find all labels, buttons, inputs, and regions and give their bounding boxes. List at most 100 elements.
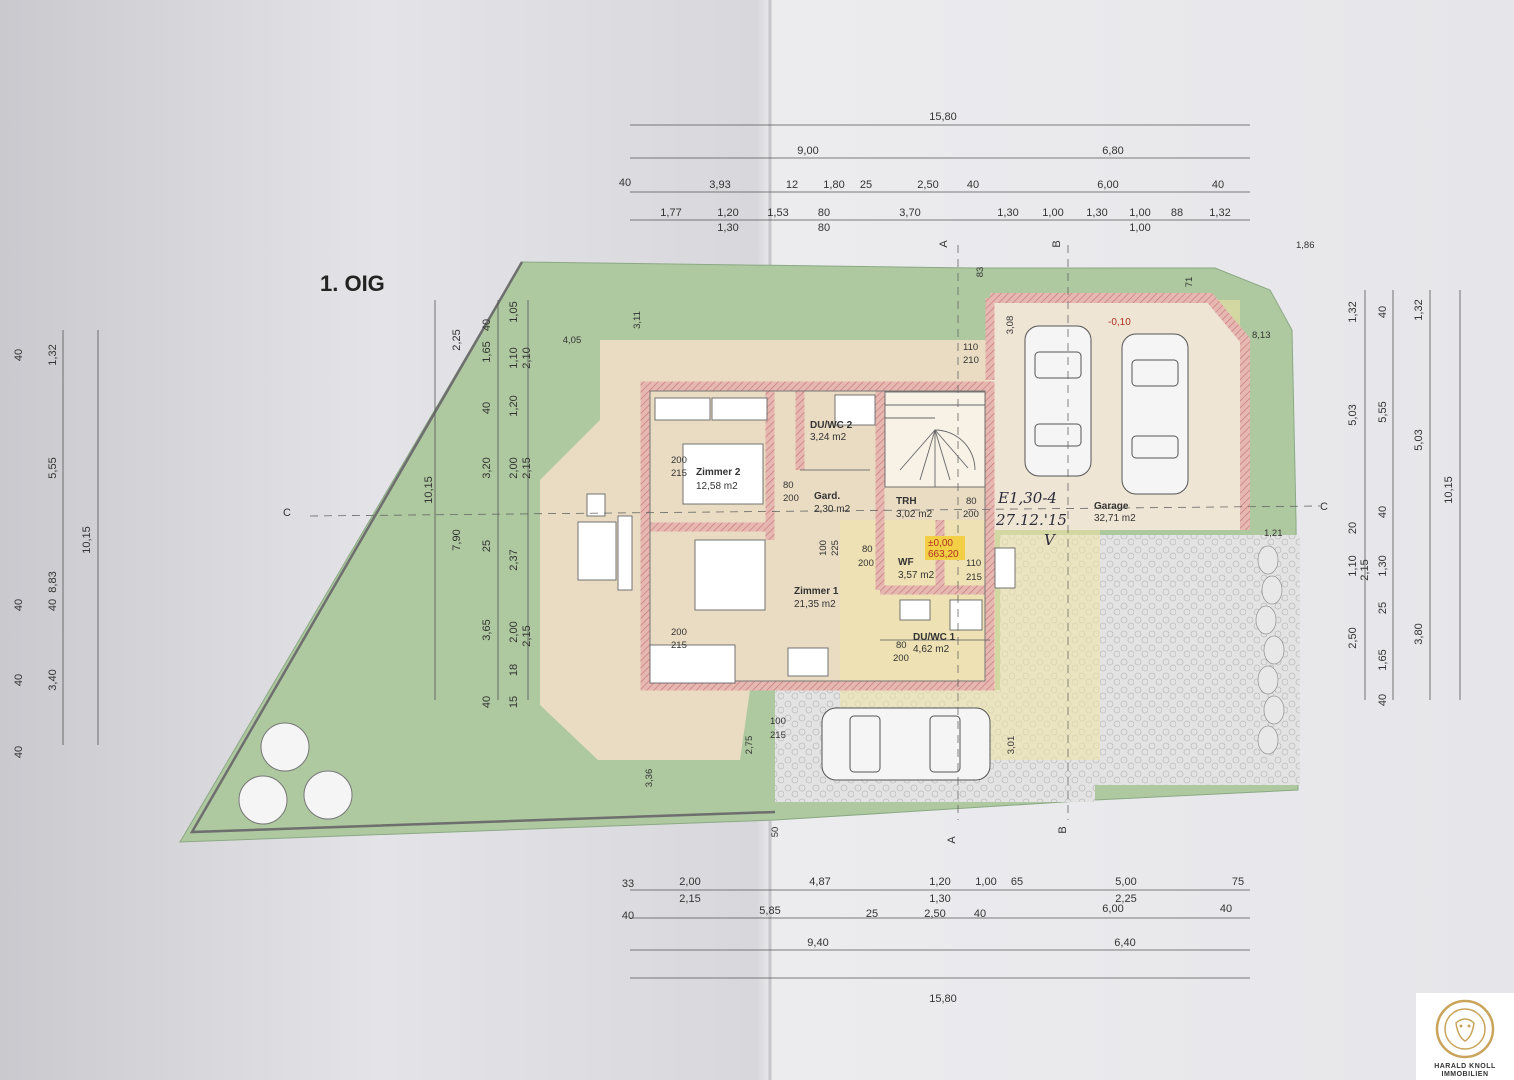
level-marker-highlight [925, 536, 965, 560]
dim-top-r4-0: 1,77 [660, 207, 681, 219]
logo-line2: IMMOBILIEN [1441, 1071, 1489, 1078]
inner-dim-14: 80 [896, 640, 907, 651]
room-zimmer2-name: Zimmer 2 [696, 467, 741, 478]
wardrobe-zimmer2 [654, 397, 711, 421]
dim-left-b-0: 40 [481, 319, 493, 331]
dim-left-m-4: 2,75 [744, 736, 755, 755]
dim-top-r4-9: 88 [1171, 207, 1183, 219]
dim-right-m-3: 71 [1184, 277, 1195, 288]
dim-top-r3-0: 40 [619, 177, 631, 189]
room-trh-name: TRH [896, 496, 917, 507]
interior-lines [649, 390, 990, 682]
dim-left-e-2: 40 [13, 674, 25, 686]
dim-right-m-6: 3,01 [1006, 736, 1017, 755]
dim-top-r4-3: 80 [818, 207, 830, 219]
dim-right-a-3: 1,10 [1347, 555, 1359, 576]
lion-emblem-icon [1435, 999, 1495, 1059]
dim-top-total: 15,80 [929, 111, 957, 123]
section-label-c-right: C [1320, 501, 1328, 513]
dim-top-r2-1: 6,80 [1102, 145, 1123, 157]
dim-left-m-0: 3,11 [632, 311, 643, 329]
dim-top-r3-4: 25 [860, 179, 872, 191]
room-duwc2-area: 3,24 m2 [810, 432, 847, 443]
dim-bot-total: 15,80 [929, 993, 957, 1005]
dim-left-c-1: 1,10 [508, 347, 520, 368]
dim-left-b-2: 40 [481, 402, 493, 414]
section-label-a-top: A [938, 240, 950, 248]
handwritten-note-1: E1,30-4 [997, 489, 1057, 507]
dim-left-a-3: 3,65 [481, 619, 493, 640]
dim-left-a-2: 7,90 [451, 529, 463, 550]
dim-top-r3-1: 3,93 [709, 179, 730, 191]
room-duwc2-name: DU/WC 2 [810, 420, 853, 431]
company-logo: HARALD KNOLL IMMOBILIEN [1416, 993, 1514, 1080]
dim-right-m-1: 8,13 [1252, 330, 1271, 341]
room-zimmer1-name: Zimmer 1 [794, 586, 839, 597]
dim-left-b-4: 25 [481, 540, 493, 552]
dim-top-r3-3: 1,80 [823, 179, 844, 191]
section-label-b-top: B [1051, 240, 1063, 247]
room-duwc1-name: DU/WC 1 [913, 632, 956, 643]
dim-right-a-4: 2,50 [1347, 627, 1359, 648]
dim-left-c2-3: 40 [47, 599, 59, 611]
inner-dim-17: 215 [770, 730, 786, 741]
bed-zimmer2 [682, 443, 764, 505]
dim-top-r3-8: 40 [1212, 179, 1224, 191]
dim-top-r4s-1: 80 [818, 222, 830, 234]
room-duwc1-area: 4,62 m2 [913, 644, 950, 655]
sofa-zimmer1 [649, 644, 736, 684]
shower-duwc1 [949, 599, 983, 631]
dim-left-a-0: 2,25 [451, 329, 463, 350]
room-trh-area: 3,02 m2 [896, 509, 933, 520]
garage-level-marker: -0,10 [1108, 317, 1131, 328]
dim-top-r4-6: 1,00 [1042, 207, 1063, 219]
dim-left-m-2: 3,36 [644, 769, 655, 788]
dim-left-e-0: 40 [13, 349, 25, 361]
dim-right-d-0: 1,32 [1413, 299, 1425, 320]
dim-bot-r1-0: 33 [622, 878, 634, 890]
dim-top-r4s-0: 1,30 [717, 222, 738, 234]
room-wf-area: 3,57 m2 [898, 570, 935, 581]
dim-bot-r1-2: 4,87 [809, 876, 830, 888]
dim-left-c-3: 2,00 [508, 457, 520, 478]
dim-left-m-3: 50 [770, 827, 781, 838]
room-wf-name: WF [898, 557, 914, 568]
level-marker-relative: ±0,00 [928, 538, 953, 549]
dim-bot-r3-1: 6,40 [1114, 937, 1135, 949]
dim-right-m-0: 1,86 [1296, 240, 1315, 251]
room-zimmer1-area: 21,35 m2 [794, 599, 836, 610]
bed-zimmer1 [694, 539, 766, 611]
trees [238, 722, 353, 825]
dim-right-c-0: 40 [1377, 306, 1389, 318]
inner-dim-4: 80 [783, 480, 794, 491]
dim-bot-r2-6: 40 [1220, 903, 1232, 915]
table-outdoor [577, 521, 617, 581]
car-garage-right [1121, 333, 1189, 495]
room-zimmer2-area: 12,58 m2 [696, 481, 738, 492]
dim-right-a-5: 40 [1377, 694, 1389, 706]
dim-top-r4-8: 1,00 [1129, 207, 1150, 219]
dim-bot-r2-0: 40 [622, 910, 634, 922]
car-garage-left [1024, 325, 1092, 477]
section-label-a-bot: A [946, 836, 958, 844]
dim-bot-r1s-0: 2,15 [679, 893, 700, 905]
car-driveway [821, 707, 991, 781]
inner-dim-7: 225 [830, 540, 841, 556]
furniture [577, 394, 1016, 684]
dim-right-c-2: 1,30 [1377, 555, 1389, 576]
inner-dim-16: 100 [770, 716, 786, 727]
dim-right-outer: 10,15 [1443, 476, 1455, 504]
dim-bot-r3-0: 9,40 [807, 937, 828, 949]
dim-right-c-3: 25 [1377, 602, 1389, 614]
cars [821, 325, 1189, 781]
dim-bot-r1-1: 2,00 [679, 876, 700, 888]
dim-left-a-1: 10,15 [423, 476, 435, 504]
dim-left-c2-2: 8,83 [47, 571, 59, 592]
dim-left-outer: 10,15 [81, 526, 93, 554]
dim-right-d-1: 5,55 [1377, 401, 1389, 422]
inner-dim-6: 100 [818, 540, 829, 556]
inner-dim-15: 200 [893, 653, 909, 664]
dim-left-d-1: 2,15 [521, 457, 533, 478]
section-label-b-bot: B [1057, 826, 1069, 833]
